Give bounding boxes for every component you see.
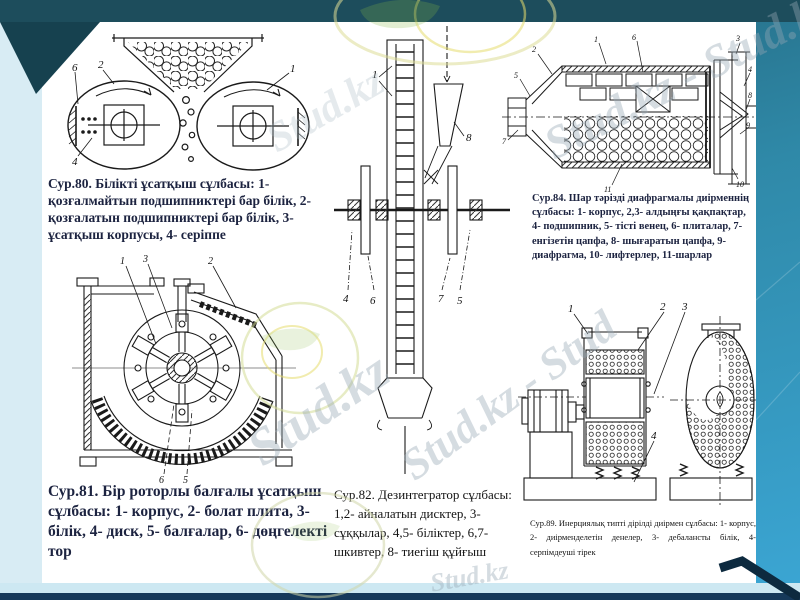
figure-label: 1 (594, 35, 598, 44)
caption-fig82: Сур.82. Дезинтегратор сұлбасы: 1,2- айна… (334, 487, 512, 559)
figure-label: 1 (372, 69, 378, 81)
figure-label: 1 (290, 63, 296, 75)
figure-label: 2 (208, 256, 213, 267)
slide-bottom-strip (0, 583, 800, 593)
figure-label: 9 (746, 121, 750, 130)
slide-content-area: 6 2 1 4 (42, 22, 756, 583)
ball-mill-diagram: 1 6 2 5 7 3 4 8 9 10 11 (502, 33, 756, 194)
figure-label: 6 (159, 475, 164, 484)
figure-label: 5 (514, 71, 518, 80)
figure-label: 3 (142, 254, 148, 265)
caption-fig80: Сур.80. Білікті ұсатқыш сұлбасы: 1- қозғ… (48, 176, 311, 242)
slide-left-strip (0, 22, 42, 592)
figure-label: 6 (632, 33, 636, 42)
figure-label: 6 (72, 62, 78, 74)
figure-label: 5 (457, 295, 463, 307)
caption-fig81: Сур.81. Бір роторлы балғалы ұсатқыш сұлб… (48, 483, 328, 561)
figure-label: 1 (120, 256, 125, 267)
figure-label: 2 (660, 301, 666, 313)
hammer-crusher-diagram: 1 3 2 6 5 (72, 254, 296, 484)
figure-label: 7 (438, 293, 444, 305)
figure-label: 10 (736, 180, 744, 189)
figure-label: 4 (72, 156, 78, 168)
slide-top-band (0, 0, 800, 22)
figure-label: 5 (183, 475, 188, 484)
figure-label: 4 (343, 293, 349, 305)
figure-label: 7 (502, 137, 507, 146)
figure-label: 8 (748, 91, 752, 100)
figure-label: 3 (735, 34, 740, 43)
figure-label: 4 (748, 65, 752, 74)
figure-label: 11 (604, 185, 611, 194)
slide-bottom-band (0, 593, 800, 600)
disintegrator-diagram: 1 8 4 6 7 5 (334, 26, 510, 474)
caption-fig84: Сур.84. Шар тәрізді диафрагмалы диірменн… (532, 193, 750, 261)
roller-crusher-diagram: 6 2 1 4 (67, 34, 310, 171)
caption-fig89: Сур.89. Инерциялық типті дірілді диірмен… (530, 518, 756, 557)
figure-label: 2 (98, 59, 104, 71)
figure-label: 3 (681, 301, 688, 313)
figure-label: 6 (370, 295, 376, 307)
vibration-mill-diagram: 1 2 3 4 (518, 301, 756, 506)
figure-label: 1 (568, 303, 574, 315)
figure-label: 2 (532, 45, 536, 54)
figure-label: 8 (466, 132, 472, 144)
figure-label: 4 (651, 430, 657, 442)
